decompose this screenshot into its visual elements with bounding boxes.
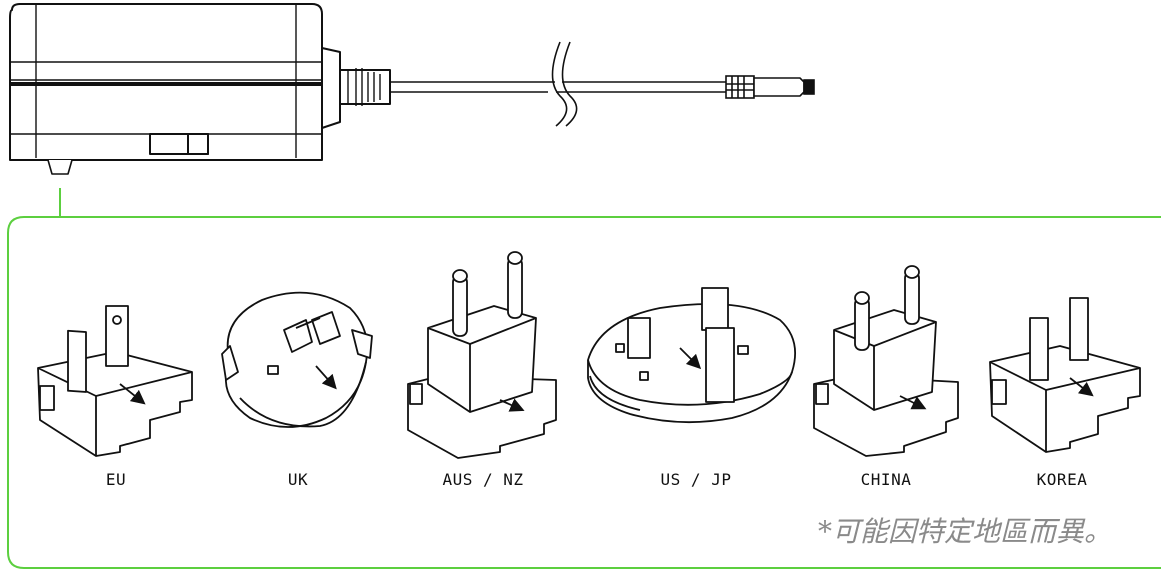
china-plug-icon xyxy=(813,265,959,457)
plug-label-korea: KOREA xyxy=(1036,470,1088,489)
eu-plug-icon xyxy=(37,305,193,457)
us-jp-plug-icon xyxy=(587,287,796,424)
region-footnote: *可能因特定地區而異。 xyxy=(818,515,1113,548)
power-cable xyxy=(390,41,728,127)
power-adapter xyxy=(9,3,391,175)
dc-plug xyxy=(725,75,815,99)
plug-label-uk: UK xyxy=(287,470,309,489)
plug-label-us-jp: US / JP xyxy=(660,470,732,489)
uk-plug-icon xyxy=(221,291,373,428)
plug-label-china: CHINA xyxy=(860,470,912,489)
aus-nz-plug-icon xyxy=(407,251,557,459)
plug-label-eu: EU xyxy=(105,470,127,489)
callout-frame xyxy=(7,188,1161,569)
korea-plug-icon xyxy=(989,297,1141,453)
plug-label-aus-nz: AUS / NZ xyxy=(442,470,524,489)
